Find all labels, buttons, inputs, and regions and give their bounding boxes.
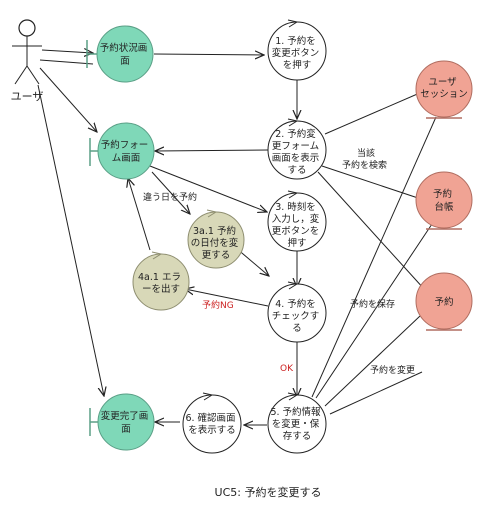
- control-label: 3. 時刻を 入力し，変 更ボタンを 押す: [272, 201, 323, 249]
- edge-status-to-c1: [153, 54, 264, 55]
- control-arrow-icon: [206, 209, 218, 218]
- edge-actor-to-status-screen: [41, 50, 93, 53]
- edges: [37, 50, 437, 425]
- control-arrow-icon: [287, 118, 299, 127]
- boundary-label: 予約フォー ム画面: [101, 139, 152, 164]
- edge-form-to-c3: [149, 165, 267, 212]
- boundary-status-screen: 予約状況画 面: [86, 25, 154, 83]
- edge-label-change: 予約を変更: [370, 364, 415, 376]
- alt-control-a4: 4a.1 エラ ーを出す: [132, 251, 190, 311]
- alt-control-label: 3a.1 予約 の日付を変 更する: [191, 225, 242, 261]
- control-circle: [182, 394, 242, 454]
- edge-form-to-a3: [151, 171, 190, 214]
- control-c2: 2. 予約変 更フォーム 画面を表示 する: [267, 118, 327, 180]
- control-label: 4. 予約を チェックす る: [272, 298, 323, 334]
- edge-c2-to-form: [155, 150, 269, 151]
- control-arrow-icon: [287, 281, 299, 290]
- boundary-circle: [97, 122, 155, 180]
- control-label: 2. 予約変 更フォーム 画面を表示 する: [272, 128, 323, 176]
- boundary-label: 変更完了画 面: [101, 410, 152, 435]
- boundary-label: 予約状況画 面: [100, 42, 151, 67]
- actor-user: ユーザ: [11, 19, 44, 103]
- edge-label-session-1: 当該: [357, 147, 375, 159]
- entity-reservation-ledger: 予約 台帳: [415, 171, 473, 230]
- actor-leg-left: [14, 65, 28, 85]
- edge-labels: 当該 予約を検索 違う日を予約 予約NG OK 予約を保存 予約を変更: [143, 147, 415, 376]
- diagram-title: UC5: 予約を変更する: [215, 485, 322, 499]
- edge-label-save: 予約を保存: [350, 298, 395, 310]
- entity-label: ユーザ セッション: [420, 77, 468, 100]
- control-c3: 3. 時刻を 入力し，変 更ボタンを 押す: [267, 190, 327, 252]
- edge-actor-to-complete-screen: [37, 84, 104, 396]
- entity-label: 予約 台帳: [433, 188, 455, 213]
- edge-actor-status-link: [39, 59, 94, 65]
- control-label: 1. 予約を 変更ボタン を押す: [272, 35, 323, 71]
- edge-label-session-2: 予約を検索: [342, 159, 387, 171]
- entity-circle: [415, 60, 473, 118]
- edge-c5-ledger: [315, 223, 433, 399]
- control-arrow-icon: [287, 392, 299, 401]
- control-c5: 5. 予約情報 を変更・保 存する: [267, 392, 327, 454]
- edge-label-ng: 予約NG: [202, 299, 234, 311]
- boundary-complete-screen: 変更完了画 面: [89, 393, 155, 451]
- entity-label: 予約: [434, 296, 453, 308]
- edge-actor-to-form-screen: [39, 67, 97, 132]
- edge-c5-reservation-2: [329, 371, 423, 415]
- control-arrow-icon: [202, 392, 214, 401]
- boundary-circle: [96, 25, 154, 83]
- edge-c5-session: [311, 116, 437, 398]
- control-c6: 6. 確認画面 を表示する: [182, 392, 242, 454]
- actor-label: ユーザ: [11, 90, 44, 103]
- edge-a4-to-form: [128, 178, 151, 251]
- edge-c5-reservation: [324, 315, 421, 407]
- control-c4: 4. 予約を チェックす る: [267, 281, 327, 343]
- actor-leg-right: [26, 65, 40, 85]
- edge-c2-session: [324, 91, 423, 135]
- edge-c2-reservation: [317, 171, 426, 291]
- control-arrow-icon: [151, 251, 163, 260]
- edge-label-different-date: 違う日を予約: [143, 191, 197, 203]
- actor-head-icon: [18, 19, 36, 37]
- boundary-form-screen: 予約フォー ム画面: [89, 122, 155, 180]
- edge-label-ok: OK: [280, 364, 294, 374]
- entity-circle: [415, 171, 473, 229]
- entity-circle: [415, 272, 473, 330]
- control-arrow-icon: [287, 190, 299, 199]
- entity-reservation: 予約: [415, 272, 473, 331]
- entity-user-session: ユーザ セッション: [415, 60, 473, 119]
- edge-c4-to-a4: [185, 289, 269, 307]
- boundary-circle: [97, 393, 155, 451]
- alt-control-label: 4a.1 エラ ーを出す: [138, 272, 184, 295]
- control-arrow-icon: [287, 19, 299, 28]
- control-label: 5. 予約情報 を変更・保 存する: [270, 406, 323, 442]
- control-label: 6. 確認画面 を表示する: [185, 412, 238, 436]
- alt-control-a3: 3a.1 予約 の日付を変 更する: [187, 209, 245, 269]
- control-c1: 1. 予約を 変更ボタン を押す: [267, 19, 327, 81]
